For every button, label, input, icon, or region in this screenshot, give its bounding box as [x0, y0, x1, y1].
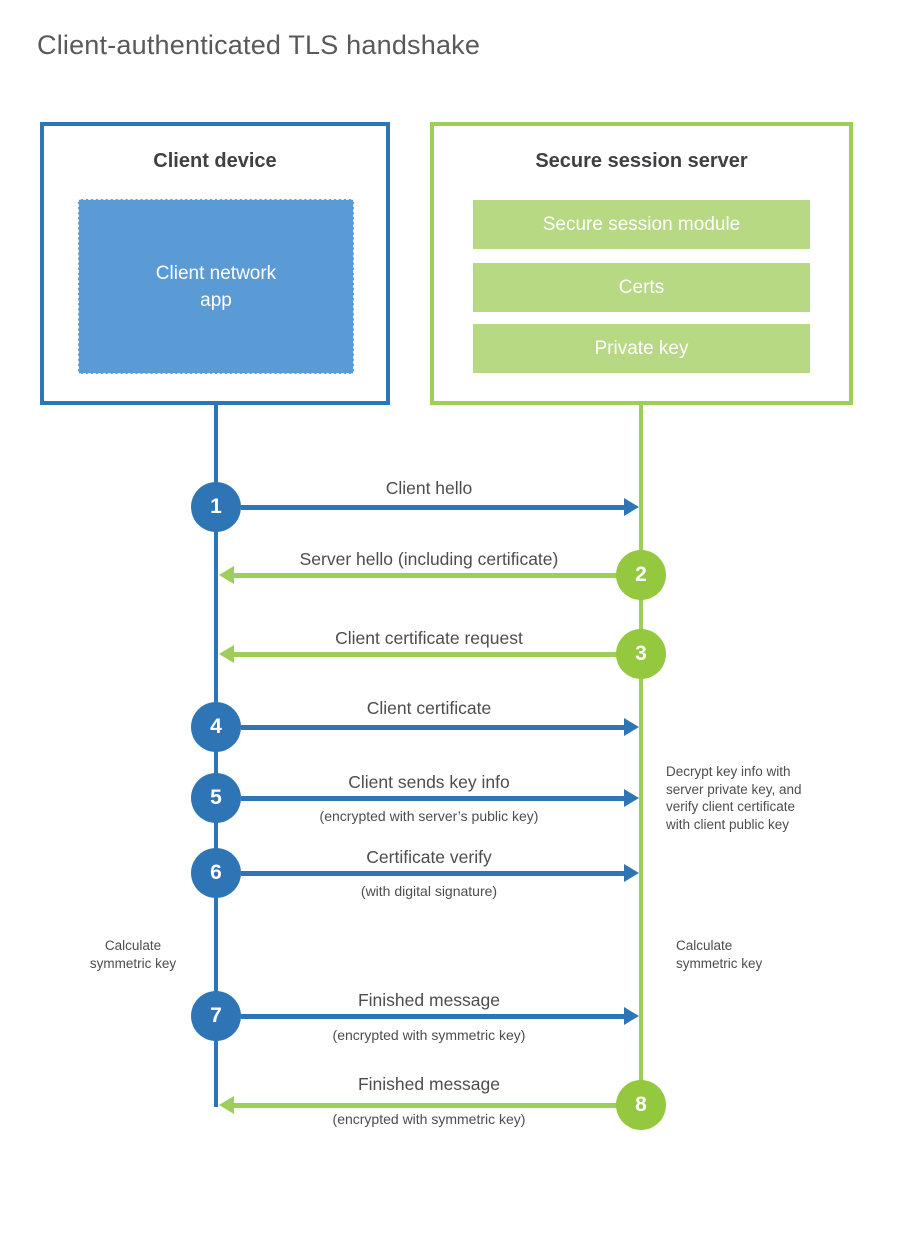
message-sublabel: (encrypted with server’s public key) — [319, 808, 539, 824]
arrow-right — [241, 725, 625, 730]
arrowhead-right-icon — [624, 789, 639, 807]
arrowhead-right-icon — [624, 864, 639, 882]
arrow-right — [241, 871, 625, 876]
arrowhead-left-icon — [219, 566, 234, 584]
page-title: Client-authenticated TLS handshake — [37, 30, 481, 60]
step-number-badge: 5 — [191, 773, 241, 823]
arrowhead-left-icon — [219, 645, 234, 663]
step-number-badge: 7 — [191, 991, 241, 1041]
client-lifeline — [214, 405, 218, 1107]
server-lifeline — [639, 405, 643, 1105]
message-label: Client certificate request — [335, 628, 523, 648]
arrow-right — [241, 1014, 625, 1019]
message-label: Client sends key info — [348, 772, 510, 792]
server-module-private-key: Private key — [473, 324, 810, 373]
calculate-symmetric-key-note-server: Calculate symmetric key — [676, 938, 763, 971]
arrowhead-right-icon — [624, 718, 639, 736]
step-number-badge: 4 — [191, 702, 241, 752]
step-number-badge: 1 — [191, 482, 241, 532]
message-label: Finished message — [357, 990, 501, 1010]
server-module-secure-session: Secure session module — [473, 200, 810, 249]
server-box: Secure session server Secure session mod… — [430, 122, 853, 405]
message-sublabel: (encrypted with symmetric key) — [332, 1111, 526, 1127]
server-module-certs: Certs — [473, 263, 810, 312]
message-label: Finished message — [357, 1074, 501, 1094]
client-device-title: Client device — [153, 150, 277, 172]
step-number-badge: 6 — [191, 848, 241, 898]
arrow-right — [241, 796, 625, 801]
arrow-left — [234, 652, 617, 657]
arrowhead-right-icon — [624, 498, 639, 516]
message-sublabel: (with digital signature) — [360, 883, 498, 899]
message-sublabel: (encrypted with symmetric key) — [332, 1027, 526, 1043]
arrowhead-right-icon — [624, 1007, 639, 1025]
step-number-badge: 2 — [616, 550, 666, 600]
message-label: Server hello (including certificate) — [299, 549, 559, 569]
arrow-right — [241, 505, 625, 510]
step-number-badge: 8 — [616, 1080, 666, 1130]
message-label: Client hello — [385, 478, 473, 498]
calculate-symmetric-key-note-client: Calculate symmetric key — [89, 938, 177, 971]
decrypt-key-note: Decrypt key info with server private key… — [666, 764, 802, 832]
message-label: Client certificate — [366, 698, 492, 718]
arrowhead-left-icon — [219, 1096, 234, 1114]
client-network-app-box: Client network app — [78, 199, 354, 374]
step-number-badge: 3 — [616, 629, 666, 679]
message-label: Certificate verify — [366, 847, 492, 867]
arrow-left — [234, 1103, 617, 1108]
client-device-box: Client device Client network app — [40, 122, 390, 405]
server-title: Secure session server — [535, 150, 748, 172]
arrow-left — [234, 573, 617, 578]
